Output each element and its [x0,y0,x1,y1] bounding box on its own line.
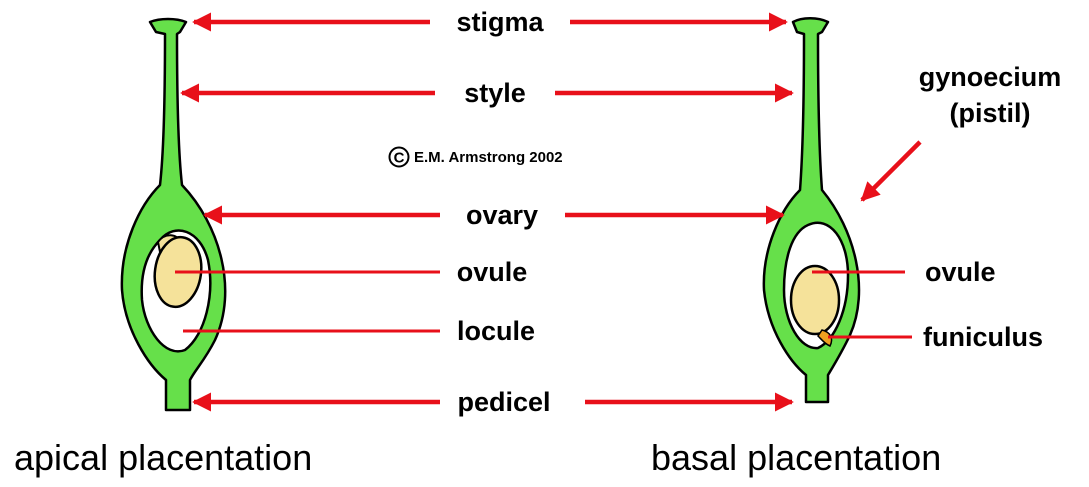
label-ovule-right: ovule [925,257,996,287]
label-locule: locule [457,316,535,346]
label-stigma: stigma [456,7,544,37]
label-pedicel: pedicel [457,387,550,417]
arrow-gynoecium [862,142,920,200]
title-basal: basal placentation [651,437,941,478]
label-funiculus: funiculus [923,322,1043,352]
label-style: style [464,78,526,108]
right-ovule [791,266,839,334]
right-pistil [764,18,859,402]
label-ovule: ovule [457,257,528,287]
label-ovary: ovary [466,200,538,230]
copyright-text: E.M. Armstrong 2002 [414,149,563,166]
copyright: C E.M. Armstrong 2002 [390,148,563,167]
title-apical: apical placentation [14,437,312,478]
label-gynoecium: gynoecium [919,62,1062,92]
copyright-symbol: C [394,150,405,167]
label-pistil: (pistil) [950,98,1031,128]
